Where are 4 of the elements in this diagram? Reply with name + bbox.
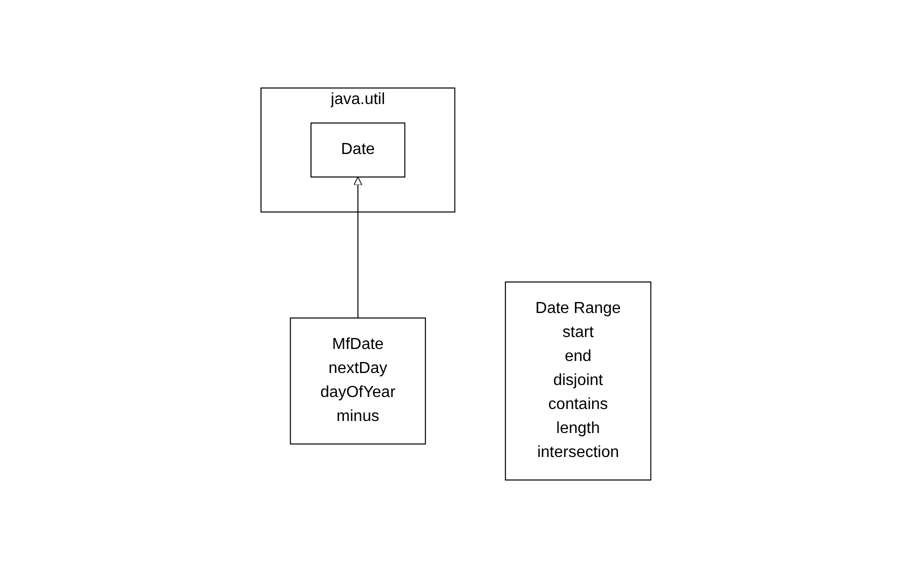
- node-box: Date: [310, 122, 405, 178]
- node-box: Date Range start end disjoint contains length intersection: [504, 282, 651, 480]
- arrow: [353, 176, 362, 318]
- node-box: MfDate nextDay dayOfYear minus: [289, 318, 426, 444]
